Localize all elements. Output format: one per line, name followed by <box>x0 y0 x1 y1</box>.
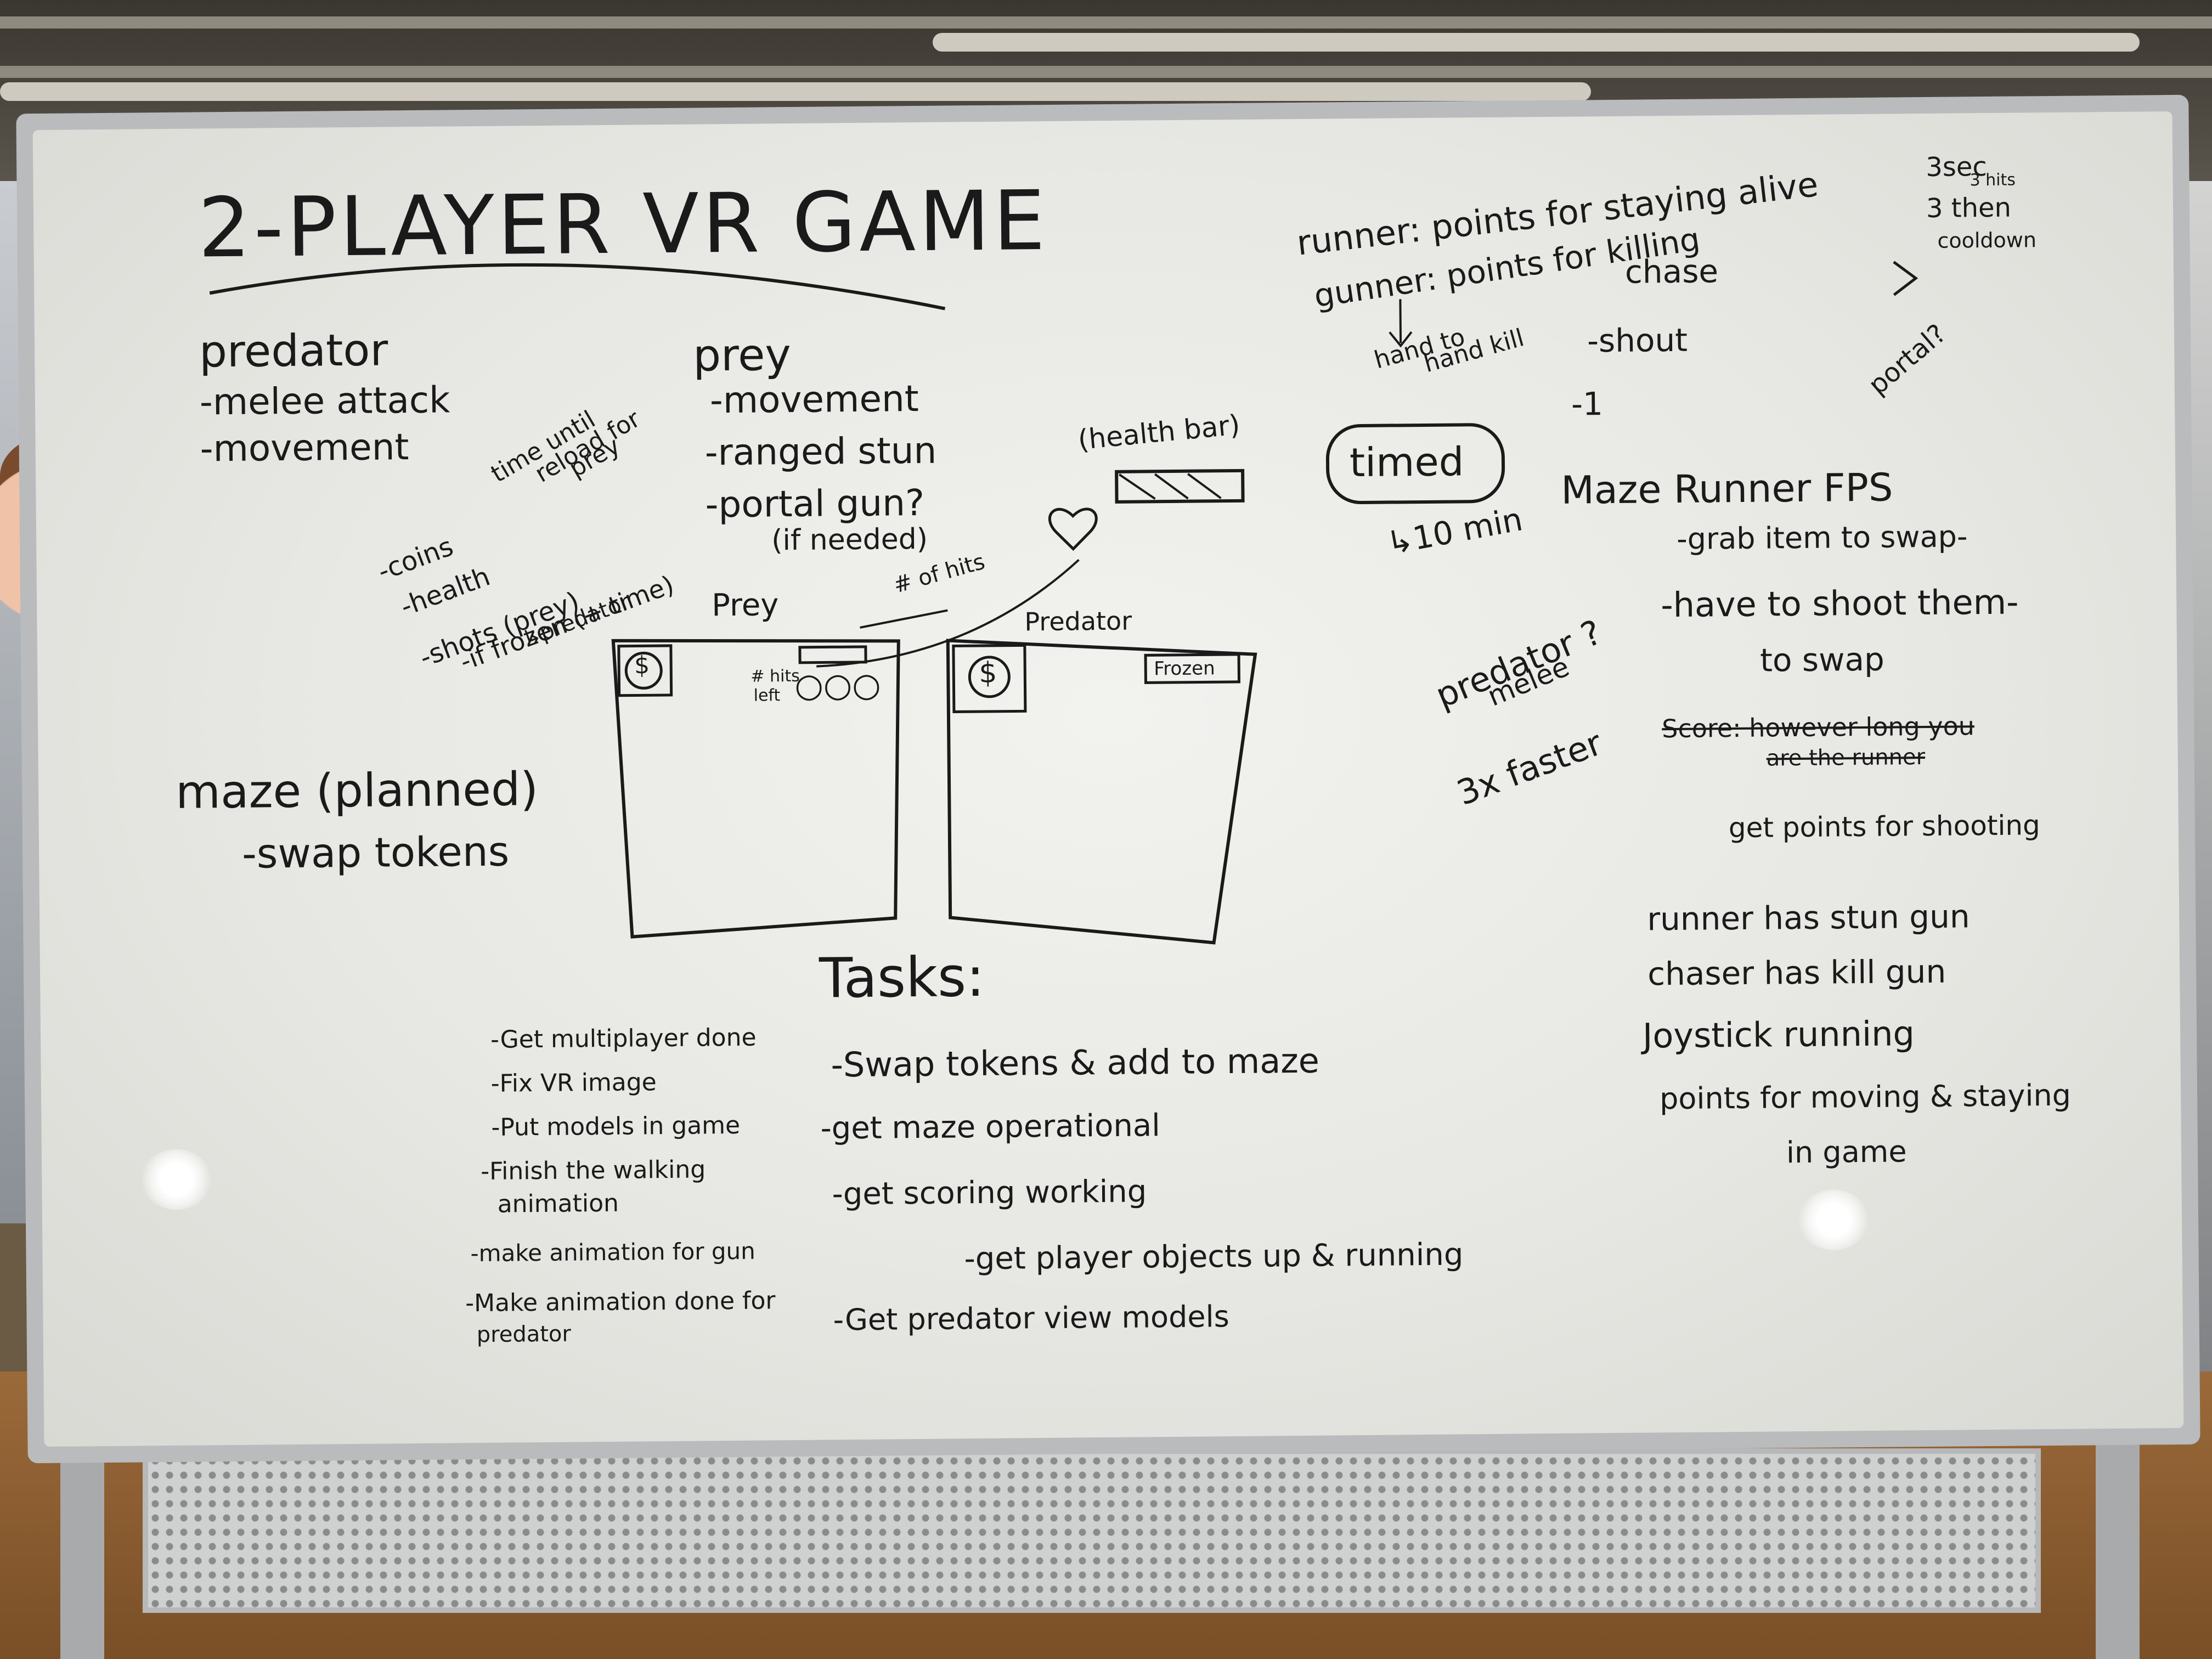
grab-note: -grab item to swap- <box>1676 519 1968 556</box>
frozen-badge-box <box>1144 653 1240 684</box>
ceiling-beam <box>0 16 2212 29</box>
timed-box <box>1325 423 1505 504</box>
shout-note: -shout <box>1587 321 1688 360</box>
ceiling-beam <box>0 66 2212 78</box>
prey-heading: prey <box>692 329 792 381</box>
task-item: -make animation for gun <box>470 1237 756 1267</box>
score-struck: are the runner <box>1766 744 1926 771</box>
chase-note: chase <box>1624 252 1719 291</box>
task-item: -Swap tokens & add to maze <box>831 1040 1320 1085</box>
score-struck: Score: however long you <box>1662 711 1975 744</box>
task-item: -Get multiplayer done <box>490 1023 757 1054</box>
predator-coin-box <box>952 644 1027 713</box>
task-item: -Fix VR image <box>490 1068 657 1098</box>
points-moving: points for moving & staying <box>1659 1077 2072 1116</box>
prey-coin-box <box>617 644 673 697</box>
down-arrow <box>1389 299 1413 348</box>
maze-item: -swap tokens <box>241 828 510 878</box>
tasks-heading: Tasks: <box>819 944 985 1011</box>
title-underline <box>209 263 946 311</box>
cooldown-note: 3 hits <box>1970 170 2016 190</box>
cooldown-note: 3 then <box>1926 192 2012 224</box>
timed-note: timed <box>1349 438 1464 486</box>
hits-left-label: left <box>753 686 781 706</box>
predator-screen-label: Predator <box>1024 606 1132 637</box>
to-swap-note: to swap <box>1759 640 1885 679</box>
shoot-note: -have to shoot them- <box>1660 582 2019 625</box>
pointer-arrow <box>816 558 1080 668</box>
heart-icon <box>1048 507 1098 551</box>
task-item: -Make animation done for <box>465 1286 776 1318</box>
prey-screen-frame <box>611 639 900 939</box>
sketch-layer <box>209 261 1918 945</box>
ceiling-pipe <box>933 33 2140 52</box>
prey-coin-symbol: $ <box>634 651 650 680</box>
health-bar-hatch <box>1119 473 1222 500</box>
task-item: -Put models in game <box>491 1111 741 1142</box>
maze-heading: maze (planned) <box>175 762 539 819</box>
hits-arrow <box>860 609 948 629</box>
task-item: -get scoring working <box>832 1173 1147 1212</box>
frozen-badge: Frozen <box>1154 657 1215 680</box>
ceiling-pipe <box>0 82 1591 101</box>
predator-coin-symbol: $ <box>979 656 997 690</box>
cooldown-bracket <box>1893 261 1918 296</box>
health-bar-sketch <box>1115 469 1245 504</box>
prey-screen-label: Prey <box>711 587 779 624</box>
predator-screen-frame <box>946 639 1257 945</box>
dash-note: -1 <box>1571 385 1604 423</box>
task-item: predator <box>476 1321 572 1348</box>
points-shooting: get points for shooting <box>1728 809 2041 844</box>
maze-runner-note: Maze Runner FPS <box>1561 465 1893 513</box>
runner-gun: runner has stun gun <box>1646 898 1970 938</box>
prey-coin-icon <box>624 651 663 690</box>
task-item: animation <box>497 1189 619 1218</box>
board-title: 2-PLAYER VR GAME <box>198 173 1049 276</box>
task-item: -get player objects up & running <box>964 1237 1464 1277</box>
prey-item: -ranged stun <box>704 429 937 474</box>
predator-coin-icon <box>968 656 1011 698</box>
cooldown-note: cooldown <box>1937 228 2037 253</box>
task-item: -Get predator view models <box>833 1299 1229 1338</box>
points-moving: in game <box>1786 1134 1907 1170</box>
light-glare <box>1797 1189 1870 1251</box>
predator-heading: predator <box>199 324 388 377</box>
predator-item: -movement <box>200 426 409 470</box>
predator-item: -melee attack <box>199 379 450 424</box>
task-item: -get maze operational <box>820 1108 1161 1147</box>
chaser-gun: chaser has kill gun <box>1647 952 1946 993</box>
prey-item: -movement <box>709 377 919 422</box>
hits-left-label: # hits <box>751 666 800 686</box>
prey-item: -portal gun? <box>705 481 925 526</box>
stand-grille <box>143 1448 2041 1613</box>
hits-left-dots: ○○○ <box>794 665 881 705</box>
whiteboard: 2-PLAYER VR GAME predator -melee attack … <box>32 111 2184 1447</box>
prey-health-bar <box>798 645 867 664</box>
prey-item: (if needed) <box>771 522 928 557</box>
joystick-note: Joystick running <box>1642 1013 1915 1056</box>
task-item: -Finish the walking <box>480 1155 706 1186</box>
light-glare <box>140 1149 212 1210</box>
